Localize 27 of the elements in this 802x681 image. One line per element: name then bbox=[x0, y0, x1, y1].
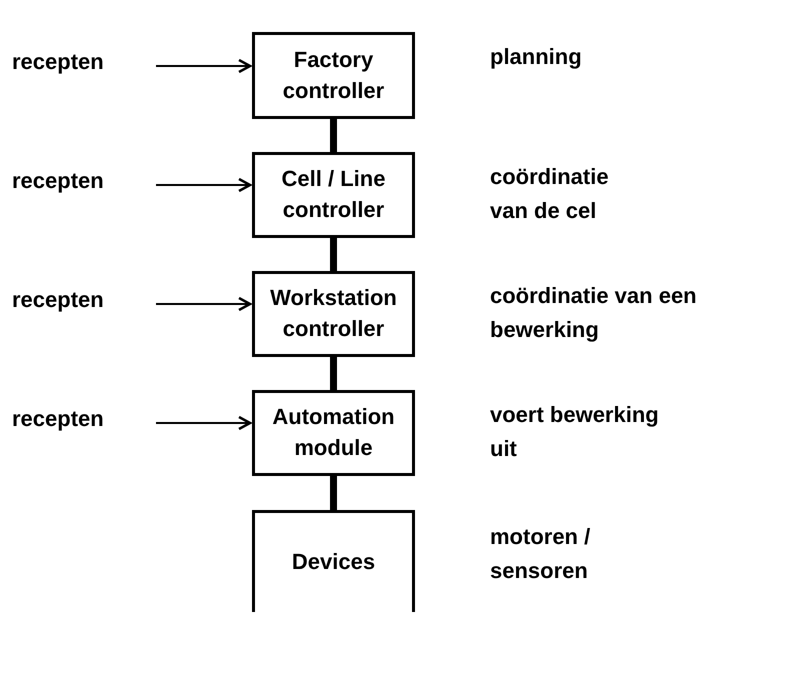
process-box bbox=[252, 32, 415, 119]
arrow bbox=[156, 178, 252, 192]
input-label: recepten bbox=[12, 49, 105, 75]
connector-line bbox=[330, 357, 337, 390]
arrow bbox=[156, 416, 252, 430]
box-label: Factory controller bbox=[282, 46, 386, 104]
process-box bbox=[252, 390, 415, 476]
description-text: motoren / sensoren bbox=[490, 523, 592, 586]
description-text: coördinatie van een bewerking bbox=[490, 282, 698, 344]
description-text: planning bbox=[490, 43, 583, 71]
connector-line bbox=[330, 119, 337, 152]
description-text: voert bewerking uit bbox=[490, 401, 660, 464]
input-label: recepten bbox=[12, 287, 105, 313]
connector-line bbox=[330, 238, 337, 271]
box-label: Cell / Line controller bbox=[280, 165, 386, 224]
box-label: Automation module bbox=[271, 403, 396, 462]
process-box bbox=[252, 152, 415, 238]
connector-line bbox=[330, 476, 337, 510]
process-box bbox=[252, 271, 415, 357]
input-label: recepten bbox=[12, 168, 105, 194]
process-box bbox=[252, 510, 415, 612]
description-text: coördinatie van de cel bbox=[490, 163, 610, 226]
input-label: recepten bbox=[12, 406, 105, 432]
arrow bbox=[156, 296, 252, 312]
arrow bbox=[156, 58, 252, 74]
box-label: Devices bbox=[292, 548, 376, 576]
box-label: Workstation controller bbox=[269, 284, 398, 343]
